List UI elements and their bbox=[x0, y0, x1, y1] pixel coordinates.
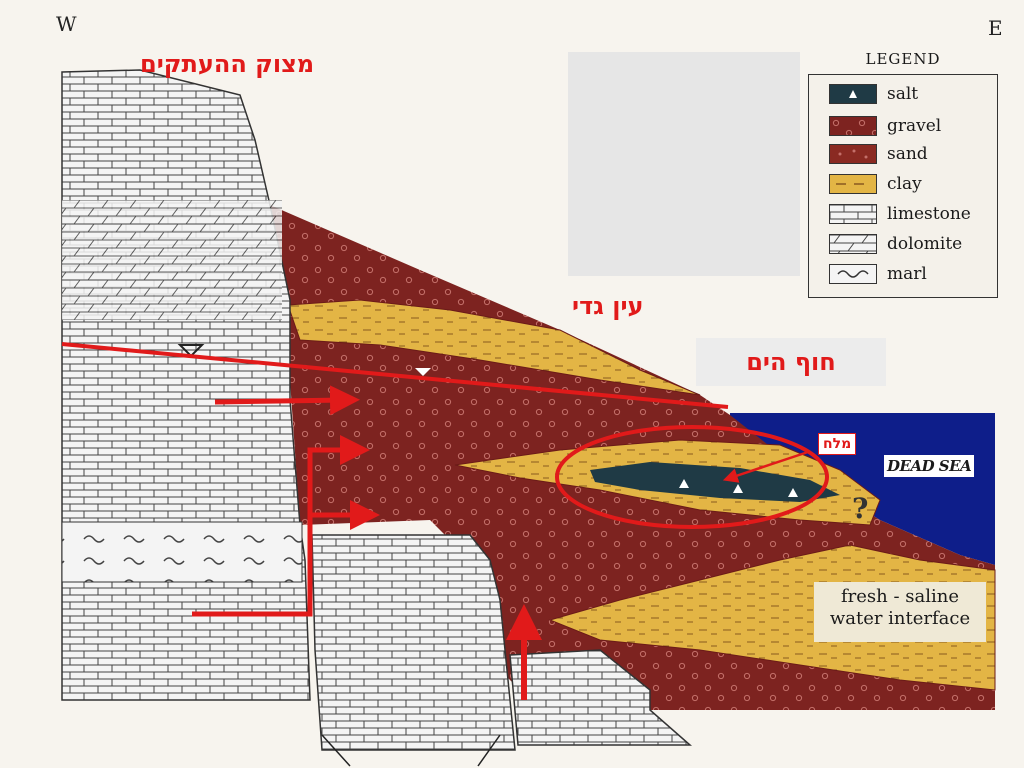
legend-item-dolomite: dolomite bbox=[829, 233, 962, 255]
east-label: E bbox=[988, 16, 1003, 40]
dead-sea-label: DEAD SEA bbox=[884, 455, 975, 477]
clay-swatch bbox=[829, 174, 877, 194]
blank-overlay bbox=[568, 52, 800, 276]
water-table-icon bbox=[177, 344, 205, 358]
shoreline-box: חוף הים bbox=[696, 338, 886, 386]
legend-box: salt gravel sand clay limestone dolomite… bbox=[808, 74, 998, 298]
limestone-block-right bbox=[509, 649, 692, 746]
interface-label-box: fresh - saline water interface bbox=[814, 582, 986, 642]
legend-label: limestone bbox=[887, 204, 971, 224]
interface-label-line2: water interface bbox=[829, 608, 971, 629]
legend-label: sand bbox=[887, 144, 928, 164]
legend-title: LEGEND bbox=[865, 50, 941, 68]
dolomite-band bbox=[62, 200, 282, 320]
legend-label: marl bbox=[887, 264, 927, 284]
legend-item-limestone: limestone bbox=[829, 203, 971, 225]
marl-swatch bbox=[829, 264, 877, 284]
salt-marker bbox=[788, 488, 798, 497]
legend-label: salt bbox=[887, 84, 919, 104]
limestone-swatch bbox=[829, 204, 877, 224]
limestone-block-lower bbox=[311, 534, 516, 751]
cliffs-label: מצוק ההעתקים bbox=[140, 50, 315, 78]
salt-swatch bbox=[829, 84, 877, 104]
ein-gedi-label: עין גדי bbox=[572, 292, 644, 320]
flow-arrow bbox=[192, 435, 370, 617]
dolomite-swatch bbox=[829, 234, 877, 254]
fault-arrow bbox=[477, 734, 501, 767]
salt-marker bbox=[679, 479, 689, 488]
fault-arrow bbox=[321, 734, 351, 767]
clay-layer-upper bbox=[287, 299, 701, 396]
legend-item-sand: sand bbox=[829, 143, 928, 165]
flow-arrow bbox=[214, 385, 360, 416]
salt-highlight-ellipse bbox=[555, 425, 829, 529]
water-level-line bbox=[61, 342, 729, 409]
legend-item-marl: marl bbox=[829, 263, 927, 285]
gravel-swatch bbox=[829, 116, 877, 136]
interface-label-line1: fresh - saline bbox=[840, 586, 959, 607]
salt-pointer-arrow bbox=[722, 450, 809, 483]
legend: LEGEND salt gravel sand clay limestone d… bbox=[808, 50, 998, 298]
salt-label: מלח bbox=[823, 436, 852, 452]
question-mark: ? bbox=[852, 492, 869, 525]
legend-label: gravel bbox=[887, 116, 942, 136]
limestone-cliff bbox=[61, 69, 311, 701]
legend-item-salt: salt bbox=[829, 83, 918, 105]
legend-item-clay: clay bbox=[829, 173, 922, 195]
legend-label: dolomite bbox=[887, 234, 963, 254]
legend-item-gravel: gravel bbox=[829, 115, 941, 137]
salt-layer bbox=[590, 462, 840, 502]
legend-label: clay bbox=[887, 174, 922, 194]
west-label: W bbox=[56, 12, 77, 36]
salt-marker bbox=[733, 484, 743, 493]
salt-tag: מלח bbox=[818, 433, 857, 455]
marl-band bbox=[61, 521, 303, 583]
water-table-icon bbox=[415, 368, 431, 376]
sand-swatch bbox=[829, 144, 877, 164]
clay-layer-lower bbox=[548, 544, 996, 691]
shoreline-label: חוף הים bbox=[746, 348, 836, 376]
